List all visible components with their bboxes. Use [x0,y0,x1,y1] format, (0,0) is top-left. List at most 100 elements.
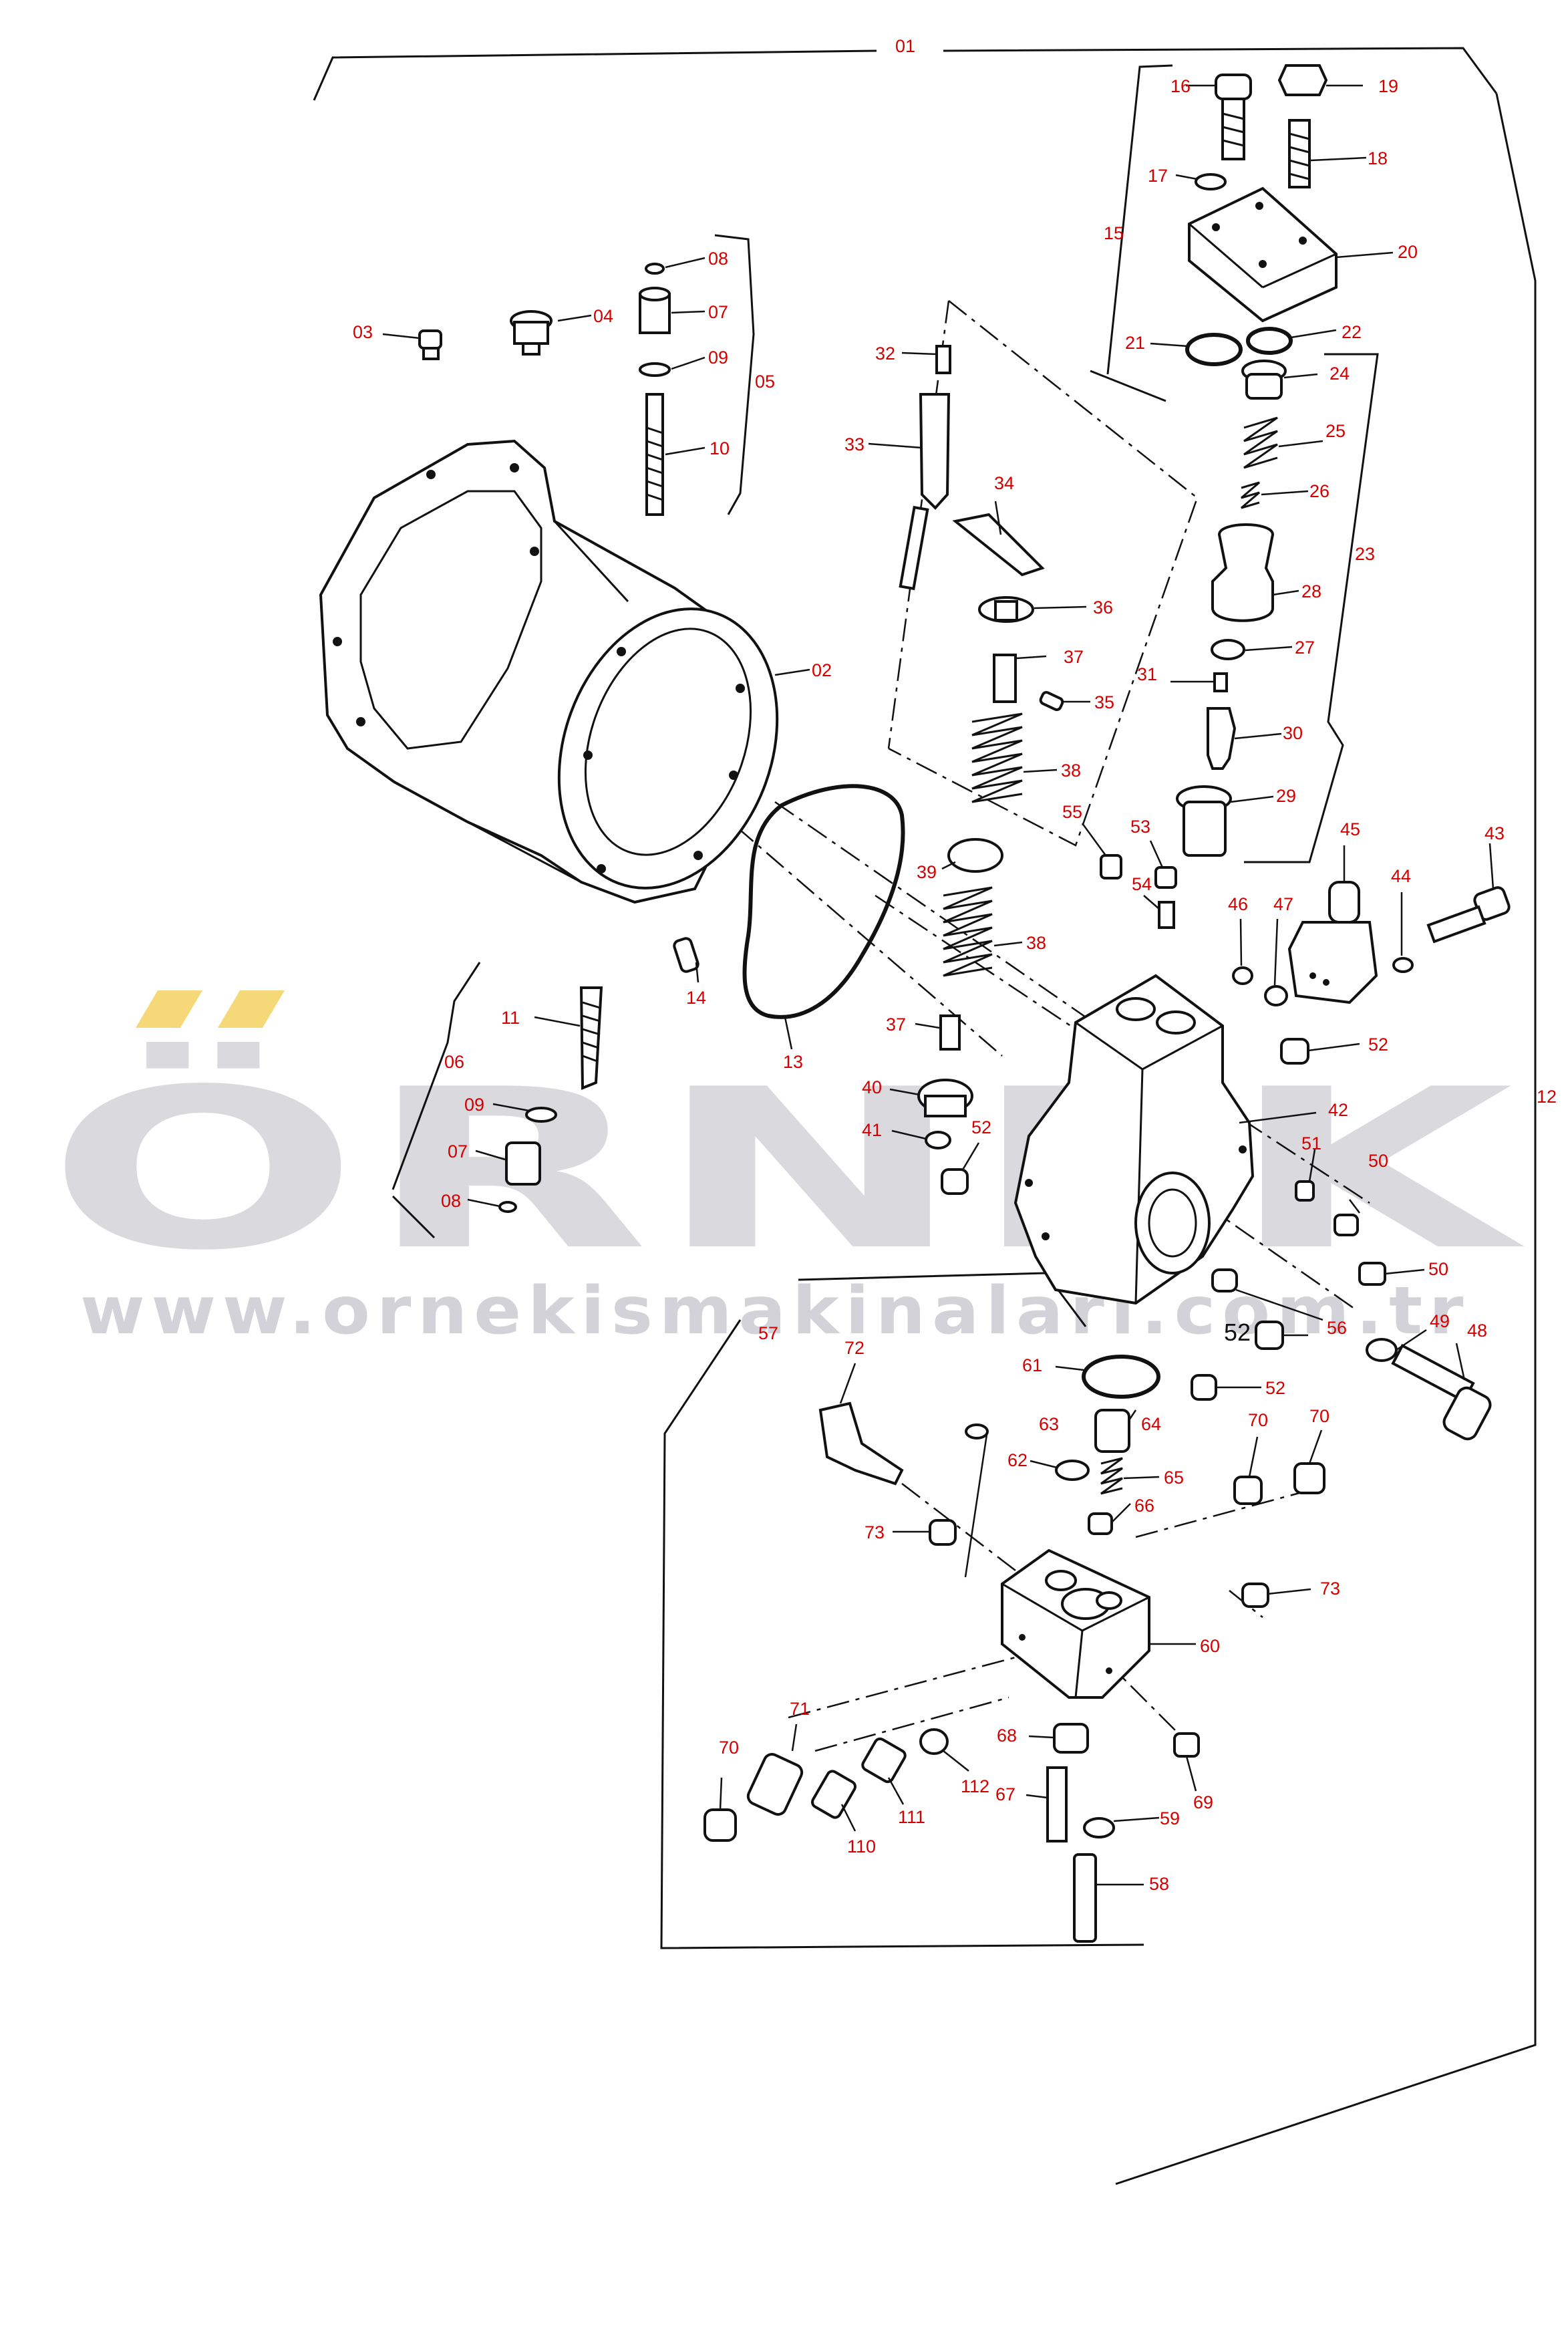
leader-54 [1143,895,1160,910]
plug-52b [941,1168,969,1195]
callout-16: 16 [1170,76,1191,96]
callout-23: 23 [1355,544,1375,564]
callout-63: 63 [1039,1414,1059,1434]
callout-22: 22 [1342,322,1362,342]
housing-02 [319,439,779,904]
o-ring-61 [1082,1355,1160,1399]
leader-27 [1245,646,1293,652]
leader-29 [1230,795,1274,803]
leader-14 [695,962,699,983]
callout-59: 59 [1160,1808,1180,1828]
callout-50a: 50 [1368,1151,1388,1171]
leader-49 [1396,1329,1427,1351]
parts [319,64,1511,1943]
leader-28 [1272,589,1299,596]
spool-stack [899,345,1064,1149]
leader-47 [1273,918,1279,986]
callout-34: 34 [994,473,1014,493]
callout-numbers: 01 02 03 04 05 06 07 07 08 08 09 09 10 1… [353,36,1557,1894]
leader-65 [1123,1476,1160,1480]
callout-111: 111 [898,1807,925,1827]
callout-54: 54 [1132,874,1152,894]
callout-112: 112 [961,1776,989,1796]
callout-45: 45 [1340,819,1360,839]
callout-19: 19 [1378,76,1398,96]
group-15-bracket-lower [1090,370,1166,402]
callout-07b: 07 [448,1141,468,1161]
callout-32: 32 [875,344,895,364]
leader-04 [557,314,592,322]
leader-50b [1384,1268,1425,1275]
leader-41 [891,1129,927,1140]
plug-73b [1241,1583,1269,1608]
group-outlines [313,47,1537,2185]
callout-07a: 07 [708,302,728,322]
callout-49: 49 [1430,1311,1450,1331]
mating-line-10 [901,1483,1016,1571]
leader-lines [382,84,1495,1886]
leader-30 [1234,732,1282,740]
leader-63 [964,1429,989,1578]
leader-18 [1310,156,1367,162]
callout-26: 26 [1309,481,1329,501]
group-06-bracket-lower [391,1195,436,1239]
group-57-frame [660,1319,1144,1949]
callout-48: 48 [1467,1321,1487,1341]
leader-07a [671,310,705,314]
callout-73b: 73 [1320,1579,1340,1599]
callout-70a: 70 [1248,1410,1268,1430]
leader-70c [719,1777,723,1810]
leader-112 [943,1750,969,1772]
callout-68: 68 [997,1726,1017,1746]
plug-52c [1255,1321,1284,1350]
leader-70a [1248,1436,1259,1478]
callout-39: 39 [917,862,937,882]
bolt-58 [1073,1853,1097,1943]
group-32-41-outline-left [887,300,950,749]
plug-50a [1334,1214,1359,1236]
leader-72 [839,1363,856,1404]
leader-59 [1113,1816,1160,1822]
fitting-110 [811,1770,856,1819]
mating-line-4 [1202,1202,1357,1311]
callout-62: 62 [1007,1450,1028,1470]
leader-07b [475,1149,506,1161]
leader-73b [1267,1588,1311,1595]
leader-17 [1175,174,1198,180]
leader-38a [1023,769,1058,773]
plug-50b [1358,1262,1386,1286]
sleeve-71 [746,1753,804,1816]
callout-64: 64 [1141,1414,1161,1434]
bolt-43 [1392,886,1511,973]
group-05-bracket [714,234,755,515]
leader-52a [1307,1043,1360,1052]
valve-body-42 [1013,974,1255,1305]
callout-08a: 08 [708,249,728,269]
leader-37a [1016,655,1047,660]
plug-68 [1053,1723,1089,1754]
callout-03: 03 [353,322,373,342]
group-23-bracket [1244,353,1379,863]
leader-03 [382,333,420,339]
leader-56 [1235,1288,1323,1321]
leader-52b [961,1142,980,1172]
plug-70c [703,1808,737,1842]
watermark-umlaut-right [218,990,285,1028]
spring-67 [1046,1766,1068,1842]
leader-43 [1488,843,1495,889]
callout-61: 61 [1022,1355,1042,1375]
callout-37b: 37 [886,1014,906,1035]
mating-line-7 [788,1656,1016,1719]
leader-53 [1149,840,1164,868]
cover-assembly-15 [1185,64,1338,366]
callout-110: 110 [847,1836,876,1857]
leader-61 [1055,1365,1084,1371]
leader-42 [1239,1111,1317,1124]
callout-37a: 37 [1064,647,1084,667]
adjust-screw-assembly-05 [639,263,671,516]
callout-56: 56 [1327,1318,1347,1338]
leader-71 [791,1724,798,1752]
leader-40 [889,1088,920,1096]
callout-12: 12 [1537,1087,1557,1107]
leader-110 [840,1804,856,1832]
